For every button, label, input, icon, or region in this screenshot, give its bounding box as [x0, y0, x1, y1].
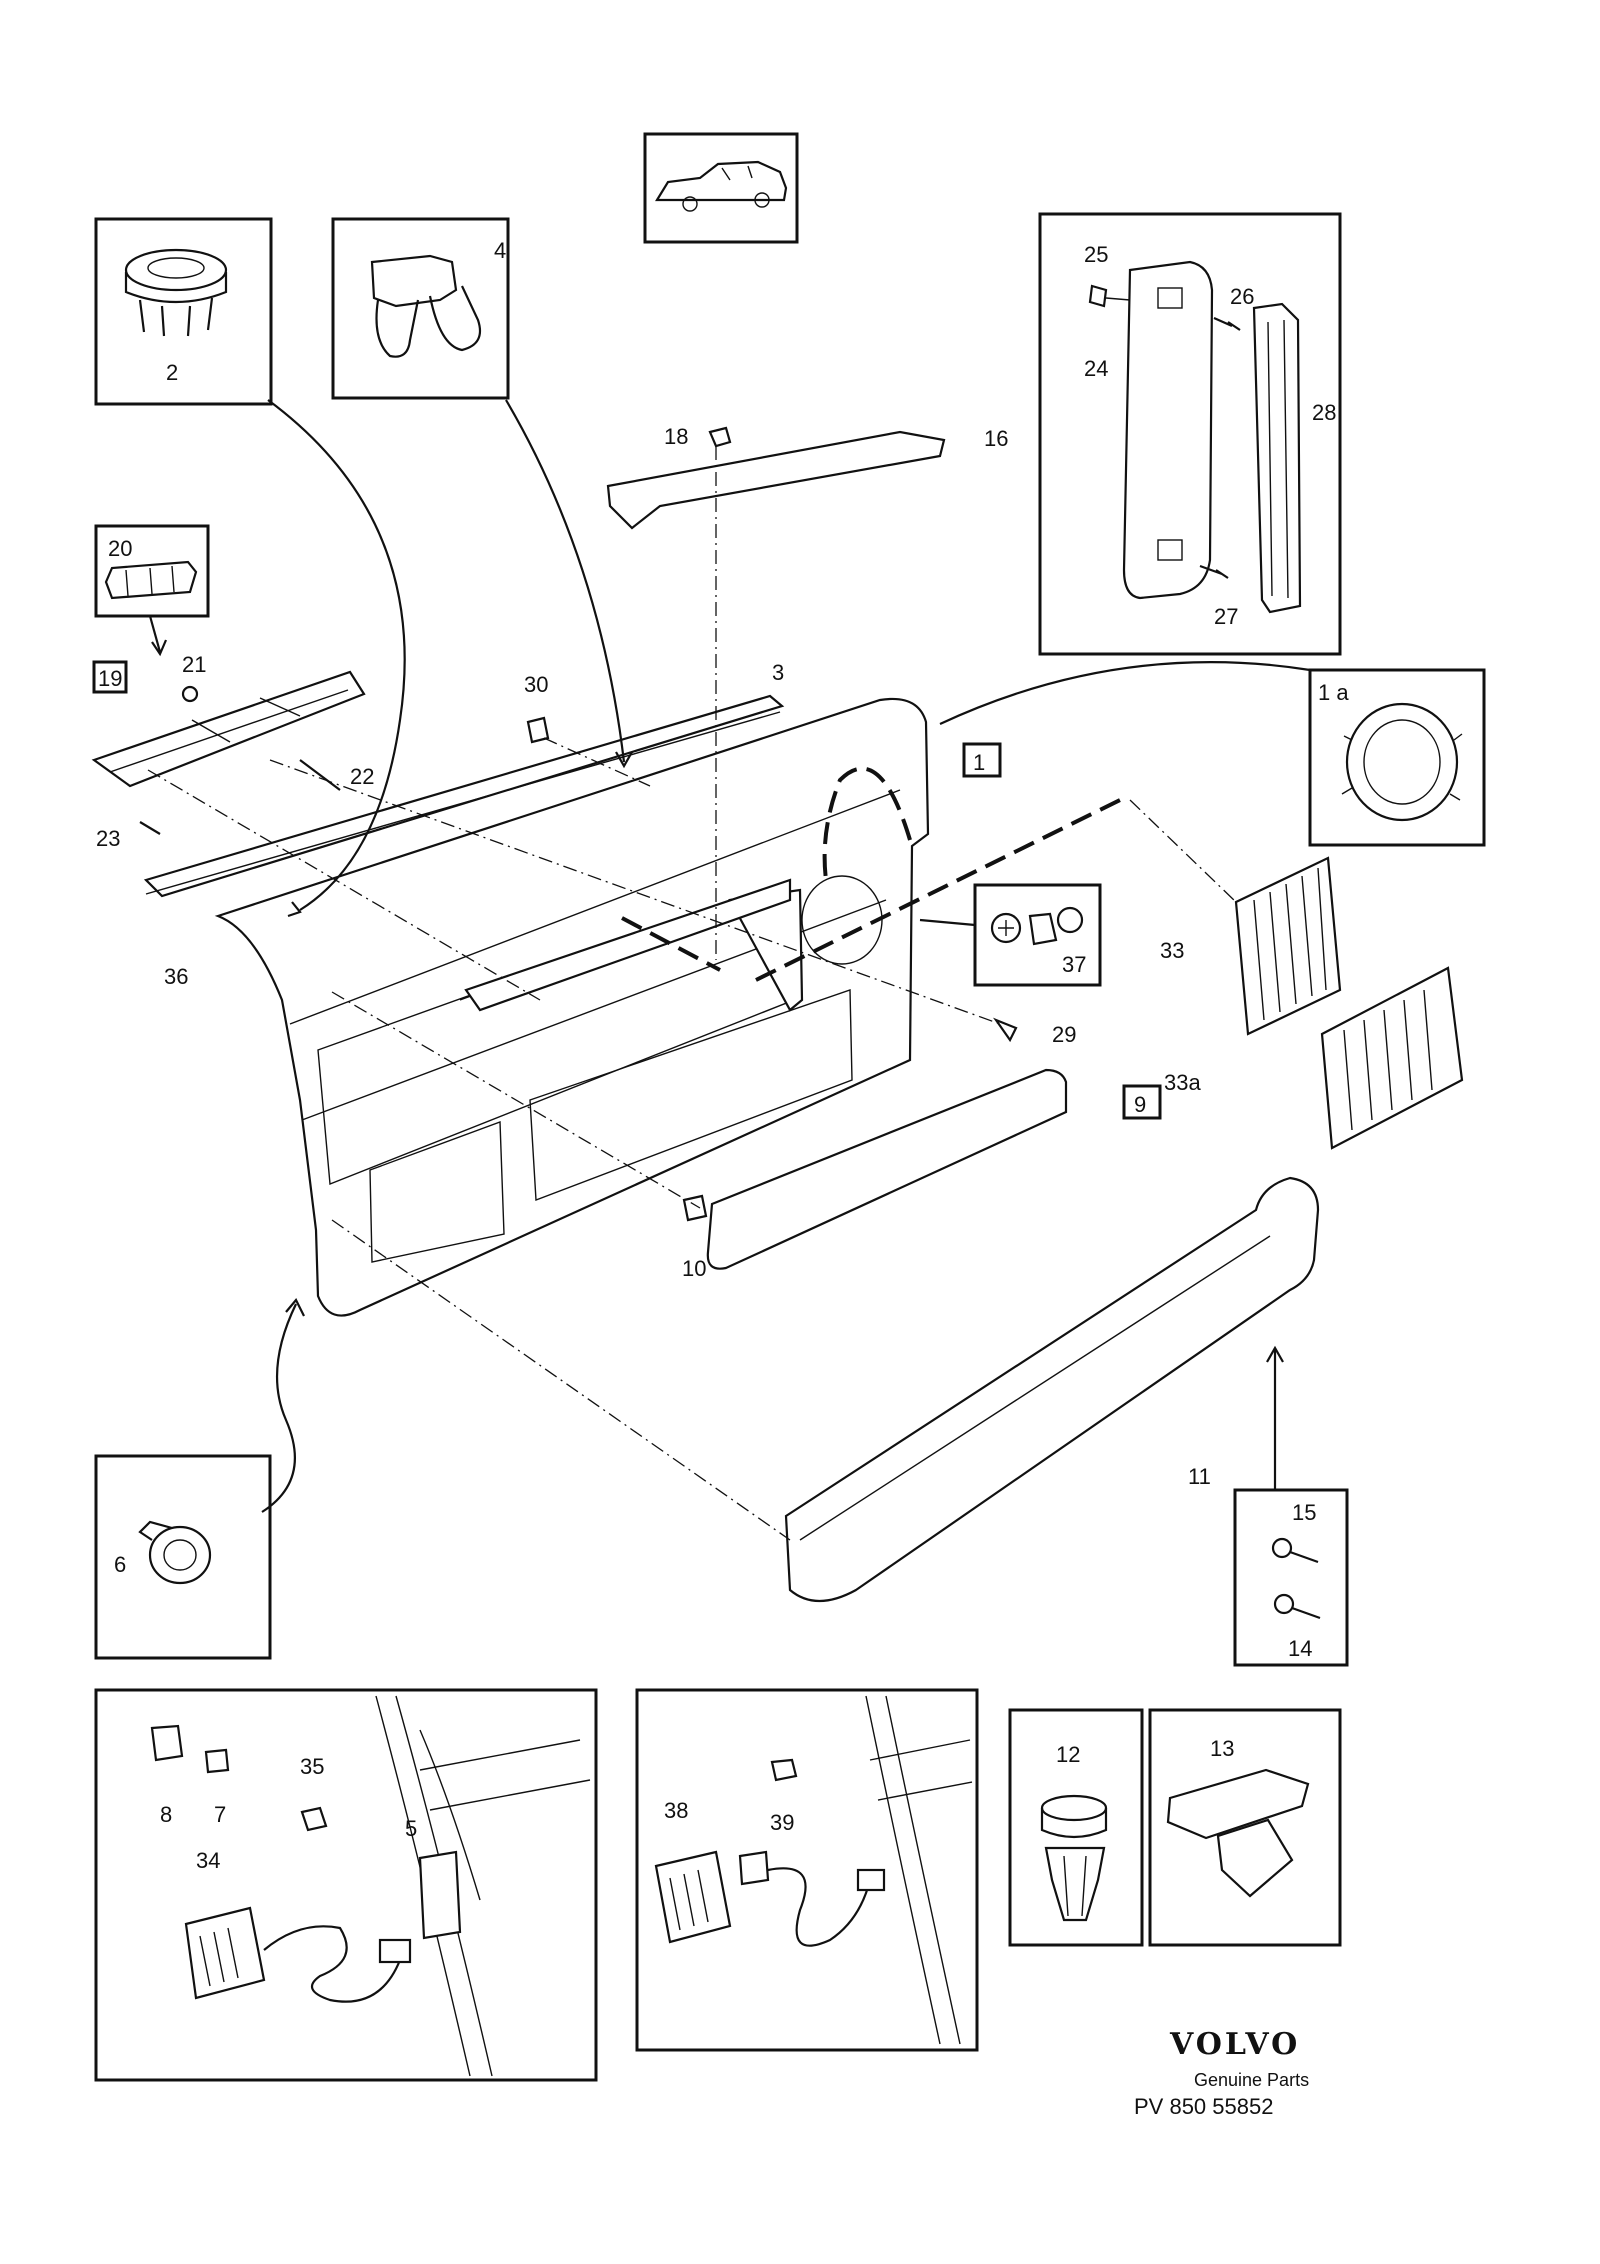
pointer-6 — [261, 1303, 297, 1513]
genuine-parts-text: Genuine Parts — [1194, 2070, 1309, 2090]
label-box-9 — [1122, 1084, 1162, 1120]
grille-33 — [1234, 856, 1342, 1036]
detail-box-20 — [94, 524, 210, 618]
detail-box-6 — [94, 1454, 272, 1660]
part-30 — [526, 716, 550, 744]
label-33: 33 — [1160, 938, 1184, 963]
part-code: PV 850 55852 — [1134, 2094, 1273, 2119]
label-24: 24 — [1084, 356, 1108, 381]
label-20: 20 — [108, 536, 132, 561]
tray-19 — [91, 670, 366, 788]
part-29 — [992, 1017, 1018, 1043]
label-4: 4 — [494, 238, 506, 263]
label-34: 34 — [196, 1848, 220, 1873]
detail-box-15-14 — [1233, 1488, 1349, 1667]
label-26: 26 — [1230, 284, 1254, 309]
detail-box-1a — [1308, 668, 1486, 847]
label-39: 39 — [770, 1810, 794, 1835]
label-36: 36 — [164, 964, 188, 989]
label-25: 25 — [1084, 242, 1108, 267]
label-21: 21 — [182, 652, 206, 677]
label-29: 29 — [1052, 1022, 1076, 1047]
detail-box-12 — [1008, 1708, 1144, 1947]
pointer-1a — [939, 661, 1311, 725]
label-box-1 — [962, 742, 1002, 778]
detail-box-2 — [94, 217, 273, 406]
label-13: 13 — [1210, 1736, 1234, 1761]
volvo-brand: VOLVO — [1169, 2027, 1300, 2062]
label-38: 38 — [664, 1798, 688, 1823]
label-box-19 — [92, 660, 128, 694]
detail-box-37 — [973, 883, 1102, 987]
car-silhouette-icon — [643, 132, 799, 244]
label-14: 14 — [1288, 1636, 1312, 1661]
pad-9 — [706, 1068, 1068, 1270]
label-10: 10 — [682, 1256, 706, 1281]
label-9: 9 — [1134, 1092, 1146, 1117]
label-5: 5 — [405, 1816, 417, 1841]
detail-box-4 — [331, 217, 510, 400]
door-panel — [214, 697, 930, 1317]
detail-box-34-5-35 — [94, 1688, 598, 2082]
pointer-37 — [919, 918, 976, 927]
label-35: 35 — [300, 1754, 324, 1779]
label-2: 2 — [166, 360, 178, 385]
label-11: 11 — [1188, 1464, 1211, 1489]
part-22 — [299, 759, 341, 791]
pointer-4 — [505, 399, 626, 763]
part-21 — [181, 685, 199, 703]
label-6: 6 — [114, 1552, 126, 1577]
grille-33a — [1320, 966, 1464, 1150]
label-16: 16 — [984, 426, 1008, 451]
label-23: 23 — [96, 826, 120, 851]
label-33a: 33a — [1164, 1070, 1201, 1095]
label-30: 30 — [524, 672, 548, 697]
label-15: 15 — [1292, 1500, 1316, 1525]
label-22: 22 — [350, 764, 374, 789]
label-19: 19 — [98, 666, 122, 691]
armrest-11 — [784, 1176, 1320, 1602]
label-37: 37 — [1062, 952, 1086, 977]
detail-box-38-39 — [635, 1688, 979, 2052]
label-8: 8 — [160, 1802, 172, 1827]
label-28: 28 — [1312, 400, 1336, 425]
pointer-20 — [148, 615, 162, 653]
label-12: 12 — [1056, 1742, 1080, 1767]
part-10 — [682, 1194, 708, 1222]
label-18: 18 — [664, 424, 688, 449]
pointer-2 — [267, 399, 406, 911]
label-3: 3 — [772, 660, 784, 685]
detail-box-24-28 — [1038, 212, 1342, 656]
detail-box-13 — [1148, 1708, 1342, 1947]
part-18 — [708, 426, 732, 448]
label-7: 7 — [214, 1802, 226, 1827]
bar-16 — [606, 430, 946, 530]
label-1a: 1 a — [1318, 680, 1349, 705]
part-23 — [139, 821, 161, 835]
label-27: 27 — [1214, 604, 1238, 629]
label-1: 1 — [973, 750, 985, 775]
